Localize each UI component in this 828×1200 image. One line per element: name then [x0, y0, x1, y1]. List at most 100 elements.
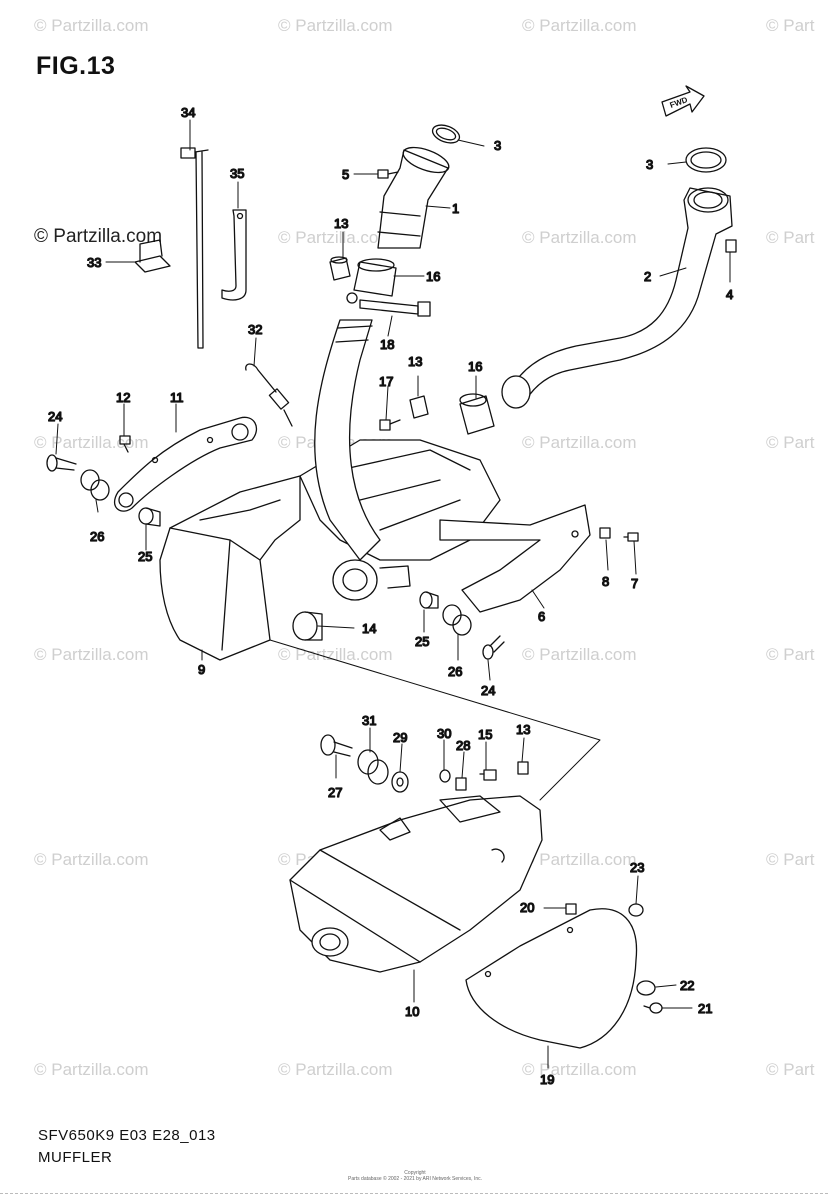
watermark: © Partzilla.com: [522, 16, 637, 35]
washer-part: [439, 769, 451, 783]
watermark: © Partzilla.com: [34, 645, 149, 664]
callout-5: 5: [342, 167, 349, 182]
callout-13: 13: [334, 216, 348, 231]
callout-28: 28: [456, 738, 470, 753]
footer-copyright: Copyright Parts database © 2002 - 2021 b…: [330, 1170, 500, 1182]
callout-31: 31: [362, 713, 376, 728]
figure-title: FIG.13: [36, 52, 116, 80]
grommet-part: [442, 604, 472, 636]
muffler-bracket-part: [113, 416, 257, 512]
heat-shield-part: [439, 504, 591, 613]
bolt-part: [320, 734, 353, 757]
clamp-part: [221, 209, 247, 301]
callout-14: 14: [362, 621, 376, 636]
callout-35: 35: [230, 166, 244, 181]
oxygen-sensor-part: [245, 363, 293, 427]
callout-24: 24: [48, 409, 62, 424]
spacer-part: [517, 761, 529, 775]
callout-3: 3: [494, 138, 501, 153]
washer-part: [391, 771, 409, 793]
watermark: © Partzilla.com: [34, 16, 149, 35]
watermark: © Part: [766, 228, 815, 247]
callout-9: 9: [198, 662, 205, 677]
footer-line: Copyright: [404, 1170, 426, 1176]
clip-part: [134, 239, 171, 273]
watermark: © Part: [766, 1060, 815, 1079]
bolt-part: [46, 454, 77, 472]
callout-3: 3: [646, 157, 653, 172]
gasket-part: [292, 611, 323, 641]
callout-16: 16: [468, 359, 482, 374]
callout-22: 22: [680, 978, 694, 993]
callout-12: 12: [116, 390, 130, 405]
muffler-cover-part: [465, 908, 638, 1049]
watermark: © Partzilla.com: [278, 16, 393, 35]
callout-23: 23: [630, 860, 644, 875]
callout-11: 11: [170, 390, 184, 405]
muffler-part: [289, 795, 543, 973]
fwd-arrow-icon: FWD: [661, 85, 705, 117]
callout-10: 10: [405, 1004, 419, 1019]
callout-24: 24: [481, 683, 495, 698]
callout-7: 7: [631, 576, 638, 591]
callout-4: 4: [726, 287, 733, 302]
screw-part: [565, 903, 577, 915]
watermark: © Part: [766, 645, 815, 664]
callout-25: 25: [415, 634, 429, 649]
leader-lines: [55, 119, 731, 1069]
grommet-part: [80, 469, 110, 501]
spacer-part: [409, 395, 429, 419]
watermark: © Partzilla.com: [278, 228, 393, 247]
footer-line: Parts database © 2002 - 2021 by ARI Netw…: [347, 1176, 483, 1182]
bolt-part: [346, 292, 431, 317]
callout-16: 16: [426, 269, 440, 284]
watermark: © Partzilla.com: [34, 850, 149, 869]
bolt-part: [482, 635, 505, 660]
bolt-part: [479, 769, 497, 781]
cap-part: [455, 777, 467, 791]
callout-30: 30: [437, 726, 451, 741]
collar-part: [419, 591, 439, 609]
callout-25: 25: [138, 549, 152, 564]
callout-17: 17: [379, 374, 393, 389]
cable-tie-part: [180, 147, 209, 349]
collar-part: [138, 507, 161, 527]
grommet-part: [636, 980, 656, 996]
callout-26: 26: [90, 529, 104, 544]
watermark: © Part: [766, 16, 815, 35]
gasket-part: [353, 258, 397, 297]
nut-part: [599, 527, 611, 539]
callout-2: 2: [644, 269, 651, 284]
callout-27: 27: [328, 785, 342, 800]
watermark: © Partzilla.com: [278, 645, 393, 664]
callout-labels: 34 35 33 32 11 12 24 26 25 9 3 1 5 13 16…: [47, 104, 734, 1087]
callout-1: 1: [452, 201, 459, 216]
front-exhaust-pipe-part: [377, 146, 450, 249]
watermark: © Partzilla.com: [34, 1060, 149, 1079]
front-exhaust-pipe-bend: [314, 319, 381, 561]
watermark: © Partzilla.com: [522, 228, 637, 247]
watermark: © Partzilla.com: [522, 1060, 637, 1079]
exhaust-chamber-part: [159, 475, 301, 661]
callout-6: 6: [538, 609, 545, 624]
watermark: © Partzilla.com: [522, 433, 637, 452]
callout-26: 26: [448, 664, 462, 679]
callout-32: 32: [248, 322, 262, 337]
callout-20: 20: [520, 900, 534, 915]
watermark: © Part: [766, 850, 815, 869]
callout-15: 15: [478, 727, 492, 742]
copyright-mark: © Partzilla.com: [34, 226, 163, 247]
nut-part: [725, 239, 737, 253]
screw-part: [643, 1002, 663, 1014]
watermark: © Partzilla.com: [278, 1060, 393, 1079]
callout-13: 13: [516, 722, 530, 737]
watermark: © Partzilla.com: [522, 850, 637, 869]
rear-exhaust-pipe-part: [501, 187, 733, 409]
callout-18: 18: [380, 337, 394, 352]
callout-29: 29: [393, 730, 407, 745]
bolt-part: [119, 435, 131, 453]
grommet-part: [357, 749, 389, 785]
grommet-part: [628, 903, 644, 917]
callout-8: 8: [602, 574, 609, 589]
